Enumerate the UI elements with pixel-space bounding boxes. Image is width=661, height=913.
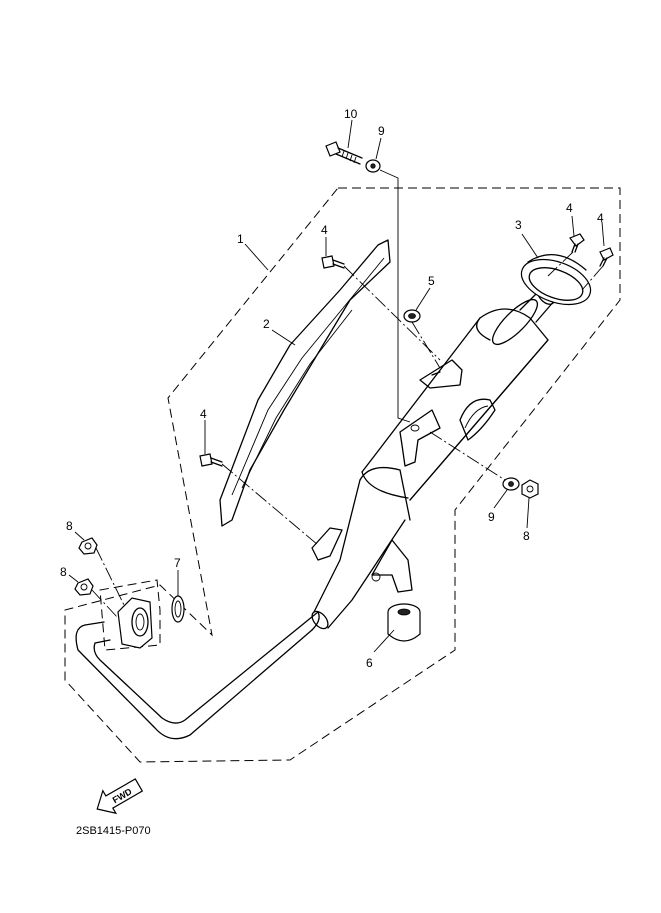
leader-10 bbox=[347, 119, 353, 149]
mount-washer-right bbox=[502, 477, 520, 491]
callout-1: 1 bbox=[237, 232, 244, 246]
leader-9-top bbox=[375, 137, 382, 160]
callout-4-cap-right: 4 bbox=[597, 211, 604, 225]
exhaust-flange bbox=[117, 597, 153, 649]
protector-bolt-axis-upper bbox=[343, 265, 441, 361]
callout-8-right: 8 bbox=[523, 529, 530, 543]
callout-9-right: 9 bbox=[488, 510, 495, 524]
callout-4-upper: 4 bbox=[321, 223, 328, 237]
callout-9-top: 9 bbox=[378, 124, 385, 138]
header-pipe bbox=[75, 479, 406, 740]
leader-6 bbox=[373, 629, 395, 653]
rubber-damper bbox=[387, 603, 421, 642]
protector-bolt-axis-lower bbox=[221, 463, 319, 546]
flange-nut-lower bbox=[74, 578, 94, 596]
callout-2: 2 bbox=[263, 317, 270, 331]
diagram-code: 2SB1415-P070 bbox=[76, 825, 151, 837]
cap-bolt-axis-right bbox=[581, 265, 604, 291]
muffler-end-cap bbox=[520, 254, 592, 306]
mount-bolt bbox=[325, 141, 363, 165]
callout-10: 10 bbox=[344, 107, 358, 121]
callout-5: 5 bbox=[428, 274, 435, 288]
leader-8-upper bbox=[74, 531, 85, 541]
gasket bbox=[171, 595, 185, 623]
collar bbox=[403, 309, 421, 323]
leader-8-lower bbox=[68, 574, 79, 583]
mount-washer-top bbox=[365, 159, 381, 173]
nut-axis-upper bbox=[95, 547, 125, 606]
muffler-bracket-lower bbox=[311, 527, 343, 561]
mount-nut-axis bbox=[429, 431, 506, 481]
muffler-bracket-upper bbox=[419, 359, 463, 389]
leader-4-cap-left bbox=[571, 215, 575, 237]
callout-6: 6 bbox=[366, 656, 373, 670]
leader-9-right bbox=[493, 489, 508, 509]
mount-bolt-path bbox=[379, 169, 411, 423]
flange-nut-upper bbox=[78, 537, 98, 555]
fwd-arrow-icon: FWD bbox=[96, 778, 144, 815]
collar-axis bbox=[411, 321, 441, 369]
leader-4-cap-right bbox=[601, 221, 605, 247]
leader-1 bbox=[244, 243, 269, 271]
leader-8-right bbox=[526, 497, 530, 529]
callout-7: 7 bbox=[174, 556, 181, 570]
callout-8-lower: 8 bbox=[60, 565, 67, 579]
callout-8-upper: 8 bbox=[66, 519, 73, 533]
cap-bolt-axis-left bbox=[547, 251, 574, 277]
assembly-boundary bbox=[64, 187, 621, 763]
heat-protector bbox=[219, 239, 391, 527]
leader-3 bbox=[521, 233, 539, 259]
leader-2 bbox=[271, 329, 296, 346]
callout-4-lower: 4 bbox=[200, 407, 207, 421]
protector-bolt-upper bbox=[321, 255, 345, 269]
muffler-hanger bbox=[371, 539, 413, 593]
callout-4-cap-left: 4 bbox=[566, 201, 573, 215]
cap-bolt-right bbox=[599, 247, 614, 267]
gasket-group-boundary bbox=[99, 579, 161, 651]
leader-5 bbox=[415, 287, 431, 311]
callout-3: 3 bbox=[515, 218, 522, 232]
muffler-bracket-middle bbox=[399, 409, 441, 467]
nut-axis-lower bbox=[91, 589, 119, 619]
cap-bolt-left bbox=[569, 233, 585, 253]
protector-bolt-lower bbox=[199, 453, 223, 467]
mount-nut-right bbox=[521, 479, 539, 499]
